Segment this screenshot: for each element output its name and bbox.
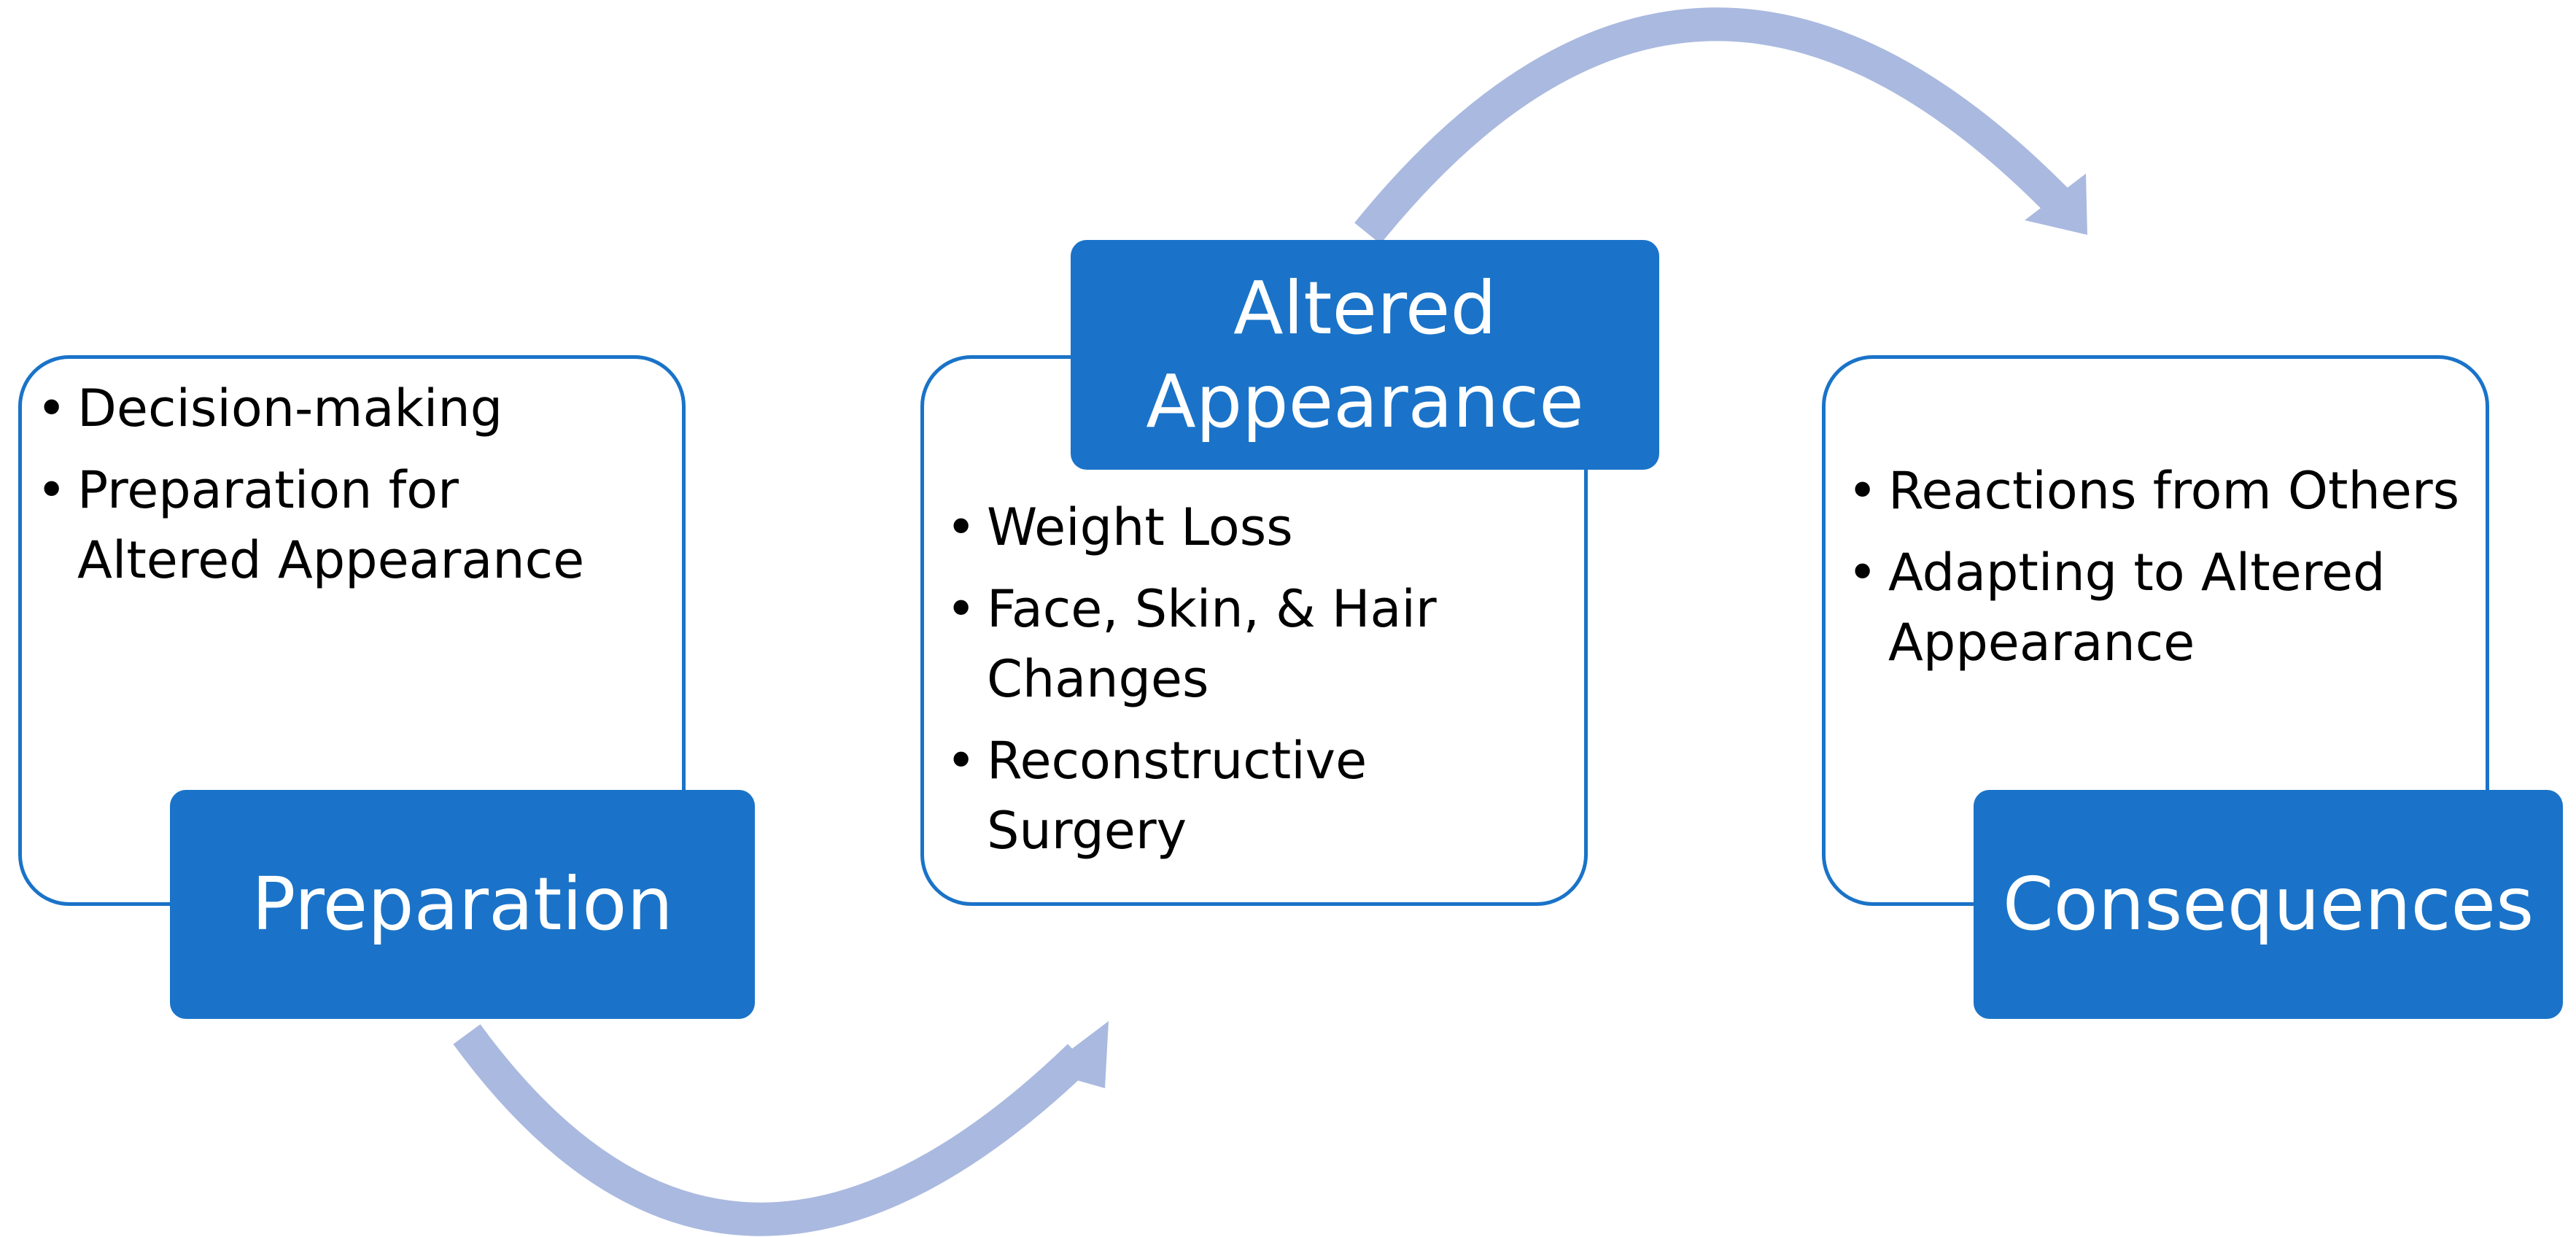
arrow-altered-to-consequences bbox=[1354, 7, 2069, 244]
bullet-reconstructive-surgery: Reconstructive Surgery bbox=[946, 726, 1559, 866]
arrowhead-altered-to-consequences bbox=[2025, 174, 2087, 235]
bullet-weight-loss: Weight Loss bbox=[946, 492, 1559, 562]
bullet-face-skin-hair-changes: Face, Skin, & Hair Changes bbox=[946, 574, 1559, 714]
bullet-preparation-for-altered-appearance: Preparation for Altered Appearance bbox=[36, 455, 649, 595]
preparation-bullets: Decision-making Preparation for Altered … bbox=[36, 373, 649, 607]
altered-appearance-label: Altered Appearance bbox=[1071, 240, 1659, 470]
consequences-label: Consequences bbox=[1974, 790, 2563, 1019]
consequences-bullets: Reactions from Others Adapting to Altere… bbox=[1847, 456, 2467, 689]
arrowhead-preparation-to-altered bbox=[1043, 1021, 1109, 1088]
arrow-preparation-to-altered bbox=[453, 1024, 1091, 1236]
altered-appearance-bullets: Weight Loss Face, Skin, & Hair Changes R… bbox=[946, 492, 1559, 877]
bullet-adapting-to-altered-appearance: Adapting to Altered Appearance bbox=[1847, 538, 2467, 678]
bullet-reactions-from-others: Reactions from Others bbox=[1847, 456, 2467, 526]
preparation-label: Preparation bbox=[170, 790, 755, 1019]
bullet-decision-making: Decision-making bbox=[36, 373, 649, 443]
